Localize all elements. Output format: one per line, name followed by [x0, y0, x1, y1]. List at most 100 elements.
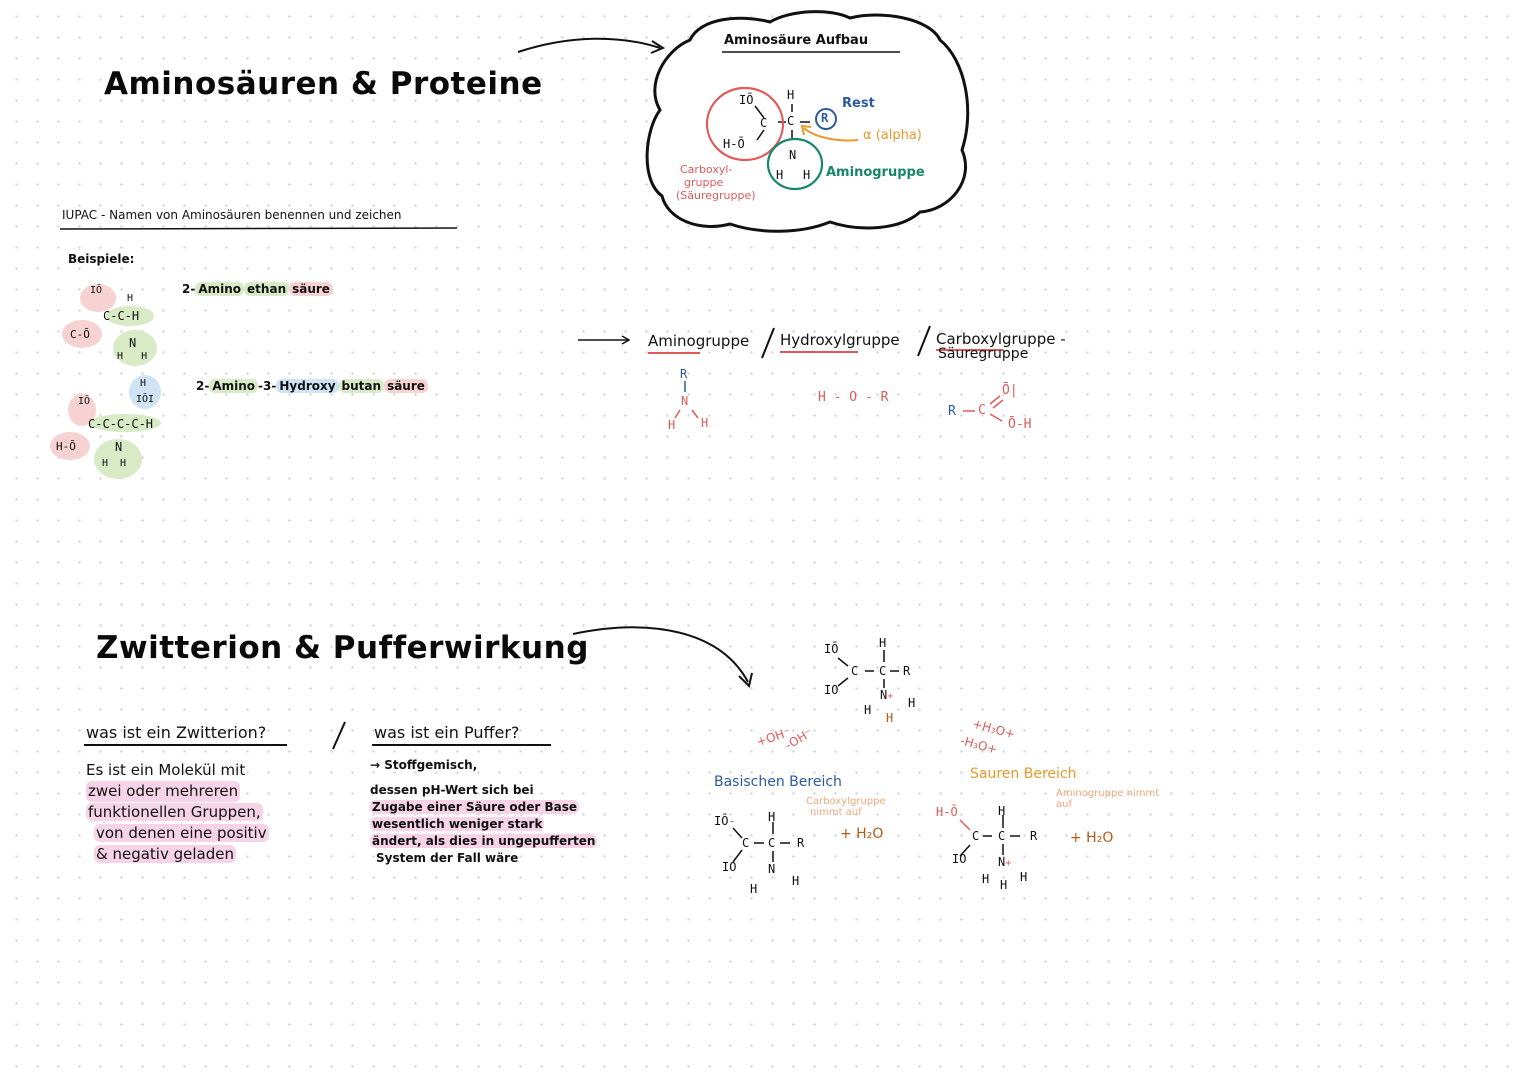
section-title-zwitterion: Zwitterion & Pufferwirkung: [96, 630, 589, 666]
answer1-line: & negativ geladen: [94, 845, 236, 863]
ex2-oh-hydroxy: IŌI: [136, 394, 155, 405]
acid-h-top: H: [998, 804, 1006, 818]
basic-range-label: Basischen Bereich: [714, 774, 842, 790]
answer2-line: wesentlich weniger stark: [370, 817, 545, 831]
basic-c-carboxyl: C: [742, 836, 750, 850]
answer2-line: System der Fall wäre: [376, 851, 519, 865]
acid-o-bottom: IO: [952, 852, 967, 866]
section-title-aminosaeuren: Aminosäuren & Proteine: [104, 66, 543, 102]
acid-h-left: H: [982, 872, 990, 886]
ex2-carbon-chain: C-C-C-C-H: [88, 417, 154, 431]
answer1-line: von denen eine positiv: [94, 824, 269, 842]
iupac-heading: IUPAC - Namen von Aminosäuren benennen u…: [62, 208, 402, 222]
aufbau-rest-label: Rest: [842, 96, 875, 111]
ex2-oh: H-Ō: [56, 440, 76, 453]
group-hydroxyl-formula: H - O - R: [818, 390, 889, 405]
amino-note: Aminogruppe nimmt auf: [1056, 788, 1159, 810]
basic-c-alpha: C: [768, 836, 776, 850]
acidic-range-label: Sauren Bereich: [970, 766, 1077, 782]
water-basic: + H₂O: [840, 826, 884, 842]
answer2-line: Zugabe einer Säure oder Base: [370, 800, 579, 814]
group-amino-label: Aminogruppe: [648, 332, 750, 350]
group-amino-r: R: [680, 367, 688, 381]
zw-h-top: H: [879, 636, 887, 650]
group-amino-h1: H: [668, 418, 676, 432]
ex1-o-double: IŌ: [90, 285, 103, 296]
ex1-nh: H H: [117, 351, 148, 362]
ex2-h-top: H: [140, 378, 147, 389]
aufbau-amino-label: Aminogruppe: [826, 165, 925, 180]
acid-h-right: H: [1020, 870, 1028, 884]
zw-n: N+: [880, 688, 894, 702]
basic-h-top: H: [768, 810, 776, 824]
ex2-n: N: [115, 440, 123, 454]
zw-o-top: IŌ: [824, 642, 839, 656]
aufbau-r-symbol: R: [821, 111, 829, 125]
ex1-carbon-chain: C-C-H: [103, 309, 140, 323]
answer1-line: zwei oder mehreren: [86, 781, 241, 802]
group-amino-n: N: [681, 394, 689, 408]
aufbau-h-top: H: [787, 88, 795, 102]
aufbau-nh-left: H: [776, 168, 784, 182]
group-carboxyl-oh: Ō-H: [1008, 417, 1032, 432]
acid-h-bottom: H: [1000, 878, 1008, 892]
basic-n: N: [768, 862, 776, 876]
acid-c-carboxyl: C: [972, 829, 980, 843]
question-zwitterion: was ist ein Zwitterion?: [86, 723, 267, 742]
group-hydroxyl-label: Hydroxylgruppe: [780, 331, 900, 349]
group-carboxyl-o: Ō|: [1002, 383, 1018, 398]
acid-n: N+: [998, 855, 1012, 869]
answer-puffer: → Stoffgemisch, dessen pH-Wert sich bei …: [370, 757, 598, 867]
basic-r: R: [797, 836, 805, 850]
aufbau-carboxyl-label-1: Carboxyl-: [680, 163, 733, 176]
amino-note-line: auf: [1056, 799, 1072, 810]
zw-h-bottom: H: [886, 711, 894, 725]
water-acidic: + H₂O: [1070, 830, 1114, 846]
group-carboxyl-r: R: [948, 404, 956, 419]
question-puffer: was ist ein Puffer?: [374, 723, 520, 742]
zw-r: R: [903, 664, 911, 678]
aufbau-c-carboxyl: C: [760, 116, 768, 130]
zw-h-left: H: [864, 703, 872, 717]
aufbau-c-alpha: C: [787, 114, 795, 128]
aufbau-oh: H-Ō: [723, 137, 745, 151]
aufbau-alpha-label: α (alpha): [863, 128, 922, 143]
ex1-n: N: [129, 336, 137, 350]
answer2-line: ändert, als dies in ungepufferten: [370, 834, 598, 848]
aufbau-heading: Aminosäure Aufbau: [724, 33, 869, 48]
aufbau-n: N: [789, 148, 797, 162]
answer2-line: → Stoffgemisch,: [370, 758, 478, 772]
ex2-nh: H H: [102, 458, 127, 469]
ex1-oh: C-Ō: [70, 328, 90, 341]
zw-c-carboxyl: C: [851, 664, 859, 678]
zw-c-alpha: C: [879, 664, 887, 678]
basic-o-top: IŌ-: [714, 814, 736, 828]
basic-h-right: H: [792, 874, 800, 888]
acid-r: R: [1030, 829, 1038, 843]
acid-oh-top: H-Ō: [936, 805, 958, 819]
beispiele-label: Beispiele:: [68, 252, 135, 266]
acid-c-alpha: C: [998, 829, 1006, 843]
aufbau-nh-right: H: [803, 168, 811, 182]
zw-o-bottom: IO: [824, 683, 839, 697]
basic-h-left: H: [750, 882, 758, 896]
carboxyl-note-line: nimmt auf: [810, 807, 862, 818]
answer2-line: dessen pH-Wert sich bei: [370, 783, 534, 797]
aufbau-carboxyl-label-3: (Säuregruppe): [676, 189, 756, 202]
group-carboxyl-sub: Säuregruppe: [938, 346, 1029, 362]
ex2-o-double: IŌ: [78, 396, 91, 407]
answer1-line: funktionellen Gruppen,: [86, 803, 263, 821]
carboxyl-note-line: Carboxylgruppe: [806, 796, 886, 807]
group-amino-h2: H: [701, 416, 709, 430]
answer-zwitterion: Es ist ein Molekül mit zwei oder mehrere…: [86, 760, 269, 865]
aufbau-o-double: IŌ: [739, 93, 754, 107]
zw-h-right: H: [908, 696, 916, 710]
group-carboxyl-c: C: [978, 403, 986, 418]
ex1-h-top: H: [127, 293, 134, 304]
amino-note-line: Aminogruppe nimmt: [1056, 788, 1160, 799]
aufbau-carboxyl-label-2: gruppe: [684, 176, 724, 189]
basic-o-bottom: IO: [722, 860, 737, 874]
